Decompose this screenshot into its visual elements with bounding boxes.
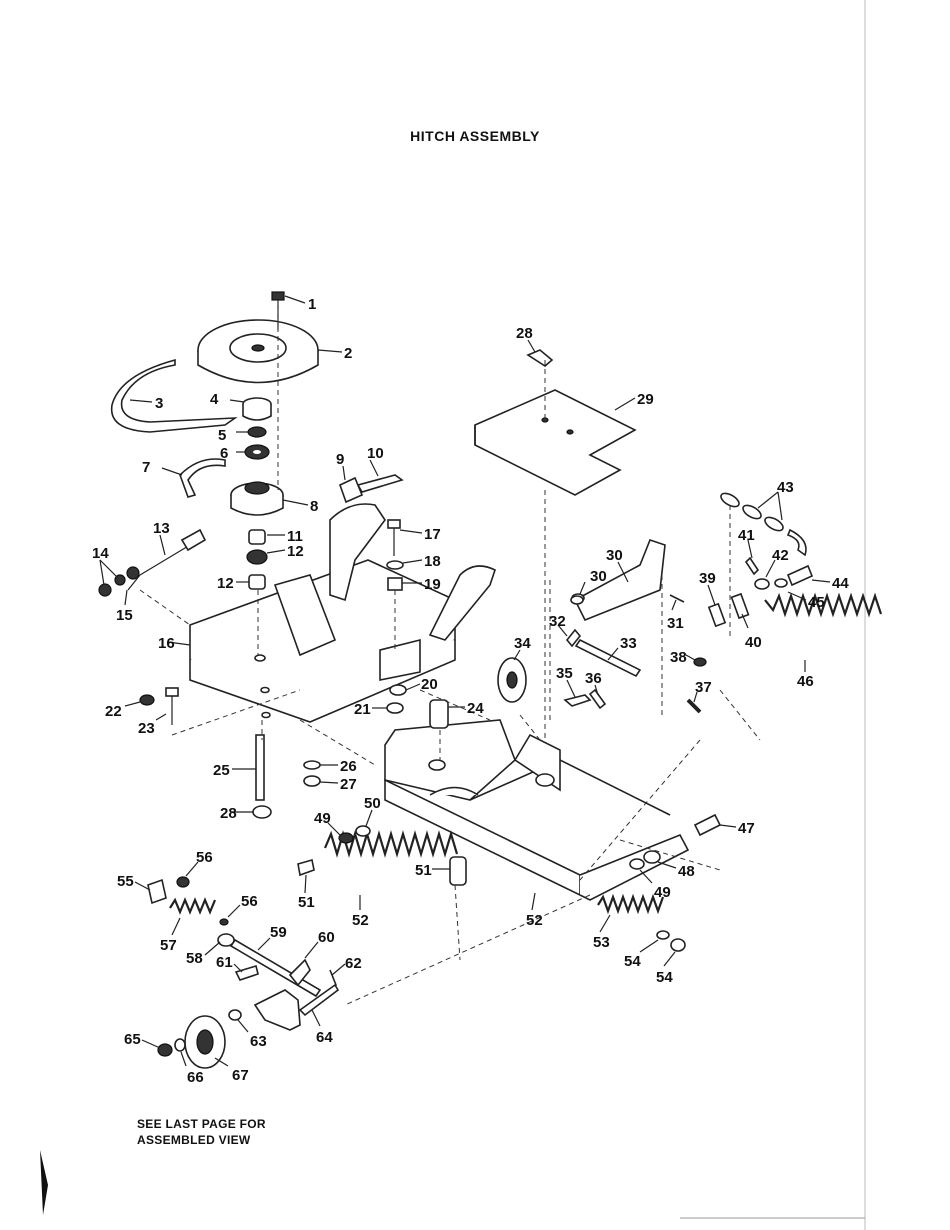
- callout-52a: 38: [670, 649, 687, 666]
- callout-27: 31: [667, 615, 684, 632]
- callout-64: 7: [142, 459, 150, 476]
- callout-18: 23: [138, 720, 155, 737]
- callout-61: 14: [92, 545, 109, 562]
- note-line-2: ASSEMBLED VIEW: [137, 1132, 266, 1148]
- callout-56b: 41: [738, 527, 755, 544]
- callout-15: 5: [218, 427, 226, 444]
- chain-57: [719, 491, 806, 555]
- callout-54a: 39: [699, 570, 716, 587]
- callout-26: 30: [606, 547, 623, 564]
- callout-23: 19: [424, 576, 441, 593]
- callout-5: 10: [367, 445, 384, 462]
- clip-66: [528, 350, 552, 366]
- callout-12b: 12: [287, 543, 304, 560]
- callout-28a: 33: [620, 635, 637, 652]
- callout-13: 12: [217, 575, 234, 592]
- callout-19: 26: [340, 758, 357, 775]
- callout-37: 61: [216, 954, 233, 971]
- eye-bolt-60: [99, 530, 205, 596]
- spacer-17: [450, 857, 466, 885]
- callout-38: 63: [250, 1033, 267, 1050]
- callout-8: 1: [308, 296, 316, 313]
- callout-54b: 40: [745, 634, 762, 651]
- callout-36: 62: [345, 955, 362, 972]
- callout-49a: 46: [797, 673, 814, 690]
- callout-24: 20: [421, 676, 438, 693]
- callout-21: 17: [424, 526, 441, 543]
- callout-25: 21: [354, 701, 371, 718]
- callout-2: 52: [526, 912, 543, 929]
- callout-55: 42: [772, 547, 789, 564]
- callout-30a: 30: [590, 568, 607, 585]
- callout-40: 66: [187, 1069, 204, 1086]
- callout-45: 58: [186, 950, 203, 967]
- callout-16: 4: [210, 391, 219, 408]
- callout-58: 36: [585, 670, 602, 687]
- callout-66: 28: [516, 325, 533, 342]
- callout-42: 59: [270, 924, 287, 941]
- callout-4: 9: [336, 451, 344, 468]
- callout-57: 43: [777, 479, 794, 496]
- callout-28b: 37: [695, 679, 712, 696]
- callout-59: 34: [514, 635, 531, 652]
- stud-10: [253, 735, 271, 818]
- callout-43: 60: [318, 929, 335, 946]
- callout-62: 15: [116, 607, 133, 624]
- callout-9: 28: [220, 805, 237, 822]
- spring-44: [170, 900, 215, 912]
- callout-63: 22: [105, 703, 122, 720]
- callout-44: 57: [160, 937, 177, 954]
- page-binding-mark: [40, 1150, 48, 1215]
- assembled-view-note: SEE LAST PAGE FOR ASSEMBLED VIEW: [137, 1116, 266, 1148]
- callout-17: 51: [415, 862, 432, 879]
- cover-bracket-65: [475, 390, 635, 495]
- callout-3: 3: [155, 395, 163, 412]
- callout-7: 2: [344, 345, 352, 362]
- callout-22: 18: [424, 553, 441, 570]
- callout-51b: 49: [314, 810, 331, 827]
- callout-65: 29: [637, 391, 654, 408]
- callout-50: 51: [298, 894, 315, 911]
- callout-20: 27: [340, 776, 357, 793]
- callout-51a: 45: [808, 594, 825, 611]
- callout-10: 25: [213, 762, 230, 779]
- washers-19-20: [304, 761, 320, 786]
- callout-35: 49: [654, 884, 671, 901]
- callout-60: 13: [153, 520, 170, 537]
- callout-30b: 54: [624, 953, 641, 970]
- pins-4-5: [340, 475, 402, 502]
- callout-14: 24: [467, 700, 484, 717]
- callout-1: 16: [158, 635, 175, 652]
- hub-stack: [231, 398, 283, 589]
- callout-labels: 1 2 3 4 5 6 7 8 9 10 11 12 12: [92, 296, 849, 1086]
- callout-41: 65: [124, 1031, 141, 1048]
- callout-6: 8: [310, 498, 318, 515]
- hitch-plate: [190, 504, 495, 722]
- callout-46: 56: [241, 893, 258, 910]
- clip-64: [180, 459, 225, 497]
- callout-47: 55: [117, 873, 134, 890]
- callout-32: 32: [549, 613, 566, 630]
- pulley-large: [198, 320, 318, 383]
- pulley-59: [498, 658, 526, 702]
- callout-52b: 50: [364, 795, 381, 812]
- links-54: [709, 594, 749, 626]
- callout-31: 54: [656, 969, 673, 986]
- callout-48: 56: [196, 849, 213, 866]
- callout-34: 48: [678, 863, 695, 880]
- callout-49b: 52: [352, 912, 369, 929]
- callout-29: 53: [593, 934, 610, 951]
- callout-67: 64: [316, 1029, 333, 1046]
- callout-53: 44: [832, 575, 849, 592]
- spacer-14: [430, 700, 448, 728]
- callout-56a: 35: [556, 665, 573, 682]
- callout-12a: 6: [220, 445, 228, 462]
- callout-39: 67: [232, 1067, 249, 1084]
- callout-33: 47: [738, 820, 755, 837]
- note-line-1: SEE LAST PAGE FOR: [137, 1116, 266, 1132]
